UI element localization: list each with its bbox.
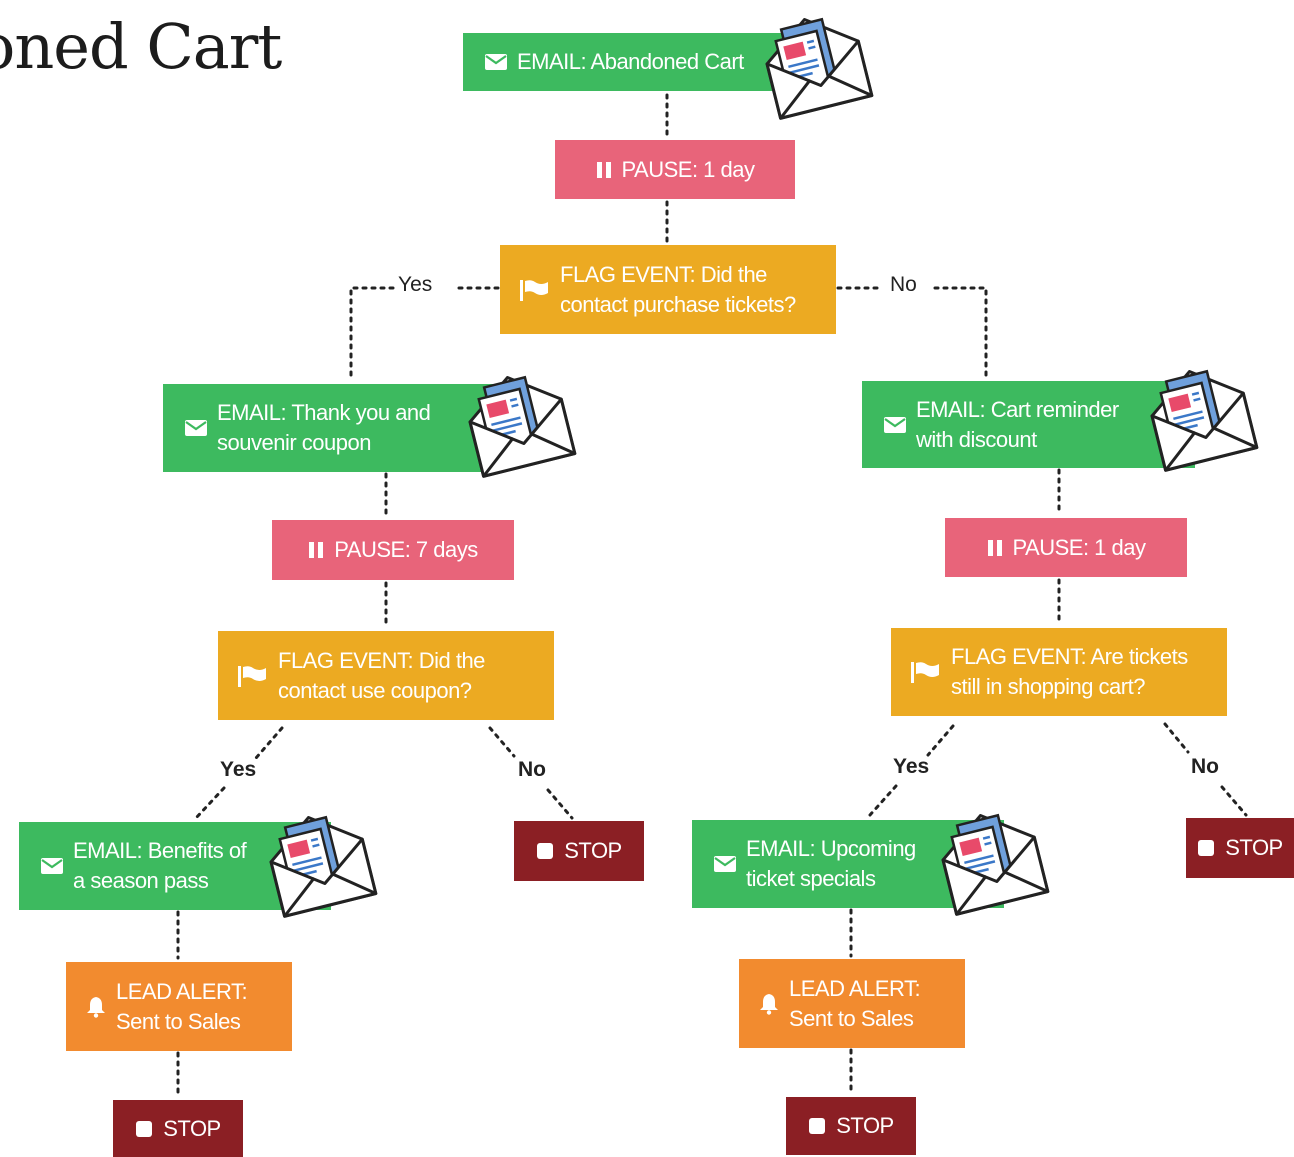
branch-label-yes: Yes bbox=[893, 755, 930, 778]
bell-icon bbox=[759, 993, 779, 1015]
node-label-line-2: souvenir coupon bbox=[217, 430, 371, 455]
stop-node[interactable]: STOP bbox=[786, 1097, 916, 1155]
node-label-line-2: still in shopping cart? bbox=[951, 674, 1145, 699]
branch-label-yes: Yes bbox=[220, 758, 257, 781]
envelope-icon bbox=[41, 858, 63, 874]
pause-icon bbox=[308, 541, 324, 559]
branch-label-yes: Yes bbox=[398, 273, 433, 296]
node-label: PAUSE: 1 day bbox=[621, 156, 756, 182]
connector bbox=[488, 726, 516, 758]
node-label: STOP bbox=[163, 1115, 221, 1141]
node-label-line-2: with discount bbox=[916, 426, 1037, 452]
flag-icon bbox=[520, 279, 550, 301]
node-label-line-1: EMAIL: Thank you and bbox=[217, 400, 431, 425]
connector bbox=[194, 786, 226, 820]
node-label-line-2: a season pass bbox=[73, 868, 209, 893]
email-thank-you-node[interactable]: EMAIL: Thank you and souvenir coupon bbox=[163, 384, 495, 472]
connector bbox=[933, 286, 988, 380]
node-label: STOP bbox=[564, 838, 622, 863]
node-label-line-1: LEAD ALERT: bbox=[789, 975, 921, 1001]
node-label-line-1: LEAD ALERT: bbox=[116, 978, 248, 1004]
stop-icon bbox=[1197, 839, 1215, 857]
connector bbox=[1163, 722, 1190, 754]
email-cart-reminder-node[interactable]: EMAIL: Cart reminder with discount bbox=[862, 381, 1195, 468]
node-label-line-1: FLAG EVENT: Are tickets bbox=[951, 644, 1188, 669]
pause-1-day-node[interactable]: PAUSE: 1 day bbox=[945, 518, 1187, 577]
page-title: oned Cart bbox=[0, 10, 282, 83]
node-label: STOP bbox=[836, 1113, 894, 1138]
lead-alert-node[interactable]: LEAD ALERT: Sent to Sales bbox=[66, 962, 292, 1051]
node-label: PAUSE: 7 days bbox=[334, 537, 478, 562]
connector bbox=[1220, 785, 1248, 817]
node-label-line-1: EMAIL: Upcoming bbox=[746, 836, 916, 861]
open-envelope-icon bbox=[269, 815, 378, 918]
open-envelope-icon bbox=[765, 17, 874, 120]
node-label: EMAIL: Abandoned Cart bbox=[517, 49, 744, 74]
flag-icon bbox=[911, 661, 941, 683]
connector bbox=[254, 726, 284, 760]
branch-label-no: No bbox=[1191, 755, 1219, 778]
node-label-line-1: FLAG EVENT: Did the bbox=[278, 647, 485, 673]
bell-icon bbox=[86, 996, 106, 1018]
flag-coupon-node[interactable]: FLAG EVENT: Did the contact use coupon? bbox=[218, 631, 554, 720]
node-label-line-2: Sent to Sales bbox=[116, 1008, 241, 1034]
node-label: PAUSE: 1 day bbox=[1012, 534, 1147, 560]
node-label-line-2: ticket specials bbox=[746, 866, 876, 891]
flag-cart-node[interactable]: FLAG EVENT: Are tickets still in shoppin… bbox=[891, 628, 1227, 716]
pause-1-day-node[interactable]: PAUSE: 1 day bbox=[555, 140, 795, 199]
node-label: STOP bbox=[1225, 835, 1283, 860]
branch-label-no: No bbox=[518, 758, 546, 781]
node-label-line-1: EMAIL: Cart reminder bbox=[916, 396, 1119, 422]
branch-label-no: No bbox=[890, 273, 917, 296]
stop-node[interactable]: STOP bbox=[514, 821, 644, 881]
open-envelope-icon bbox=[1150, 369, 1259, 472]
pause-7-days-node[interactable]: PAUSE: 7 days bbox=[272, 520, 514, 580]
node-label-line-1: FLAG EVENT: Did the bbox=[560, 261, 767, 287]
flag-icon bbox=[238, 665, 268, 687]
stop-icon bbox=[536, 842, 554, 860]
envelope-icon bbox=[185, 420, 207, 436]
envelope-icon bbox=[714, 856, 736, 872]
connector bbox=[868, 784, 898, 817]
lead-alert-node[interactable]: LEAD ALERT: Sent to Sales bbox=[739, 959, 965, 1048]
stop-icon bbox=[135, 1120, 153, 1138]
envelope-icon bbox=[485, 54, 507, 70]
connector bbox=[546, 788, 574, 820]
node-label-line-2: contact use coupon? bbox=[278, 677, 472, 703]
connector bbox=[926, 724, 955, 757]
stop-node[interactable]: STOP bbox=[113, 1100, 243, 1157]
open-envelope-icon bbox=[468, 375, 577, 478]
stop-icon bbox=[808, 1117, 826, 1135]
flag-purchase-node[interactable]: FLAG EVENT: Did the contact purchase tic… bbox=[500, 245, 836, 334]
envelope-icon bbox=[884, 416, 906, 433]
open-envelope-icon bbox=[941, 813, 1050, 916]
connector bbox=[349, 286, 395, 383]
node-label-line-2: contact purchase tickets? bbox=[560, 291, 796, 317]
email-abandoned-cart-node[interactable]: EMAIL: Abandoned Cart bbox=[463, 33, 793, 91]
node-label-line-2: Sent to Sales bbox=[789, 1005, 914, 1031]
node-label-line-1: EMAIL: Benefits of bbox=[73, 838, 247, 863]
pause-icon bbox=[596, 161, 612, 179]
pause-icon bbox=[987, 539, 1003, 557]
stop-node[interactable]: STOP bbox=[1186, 818, 1294, 878]
